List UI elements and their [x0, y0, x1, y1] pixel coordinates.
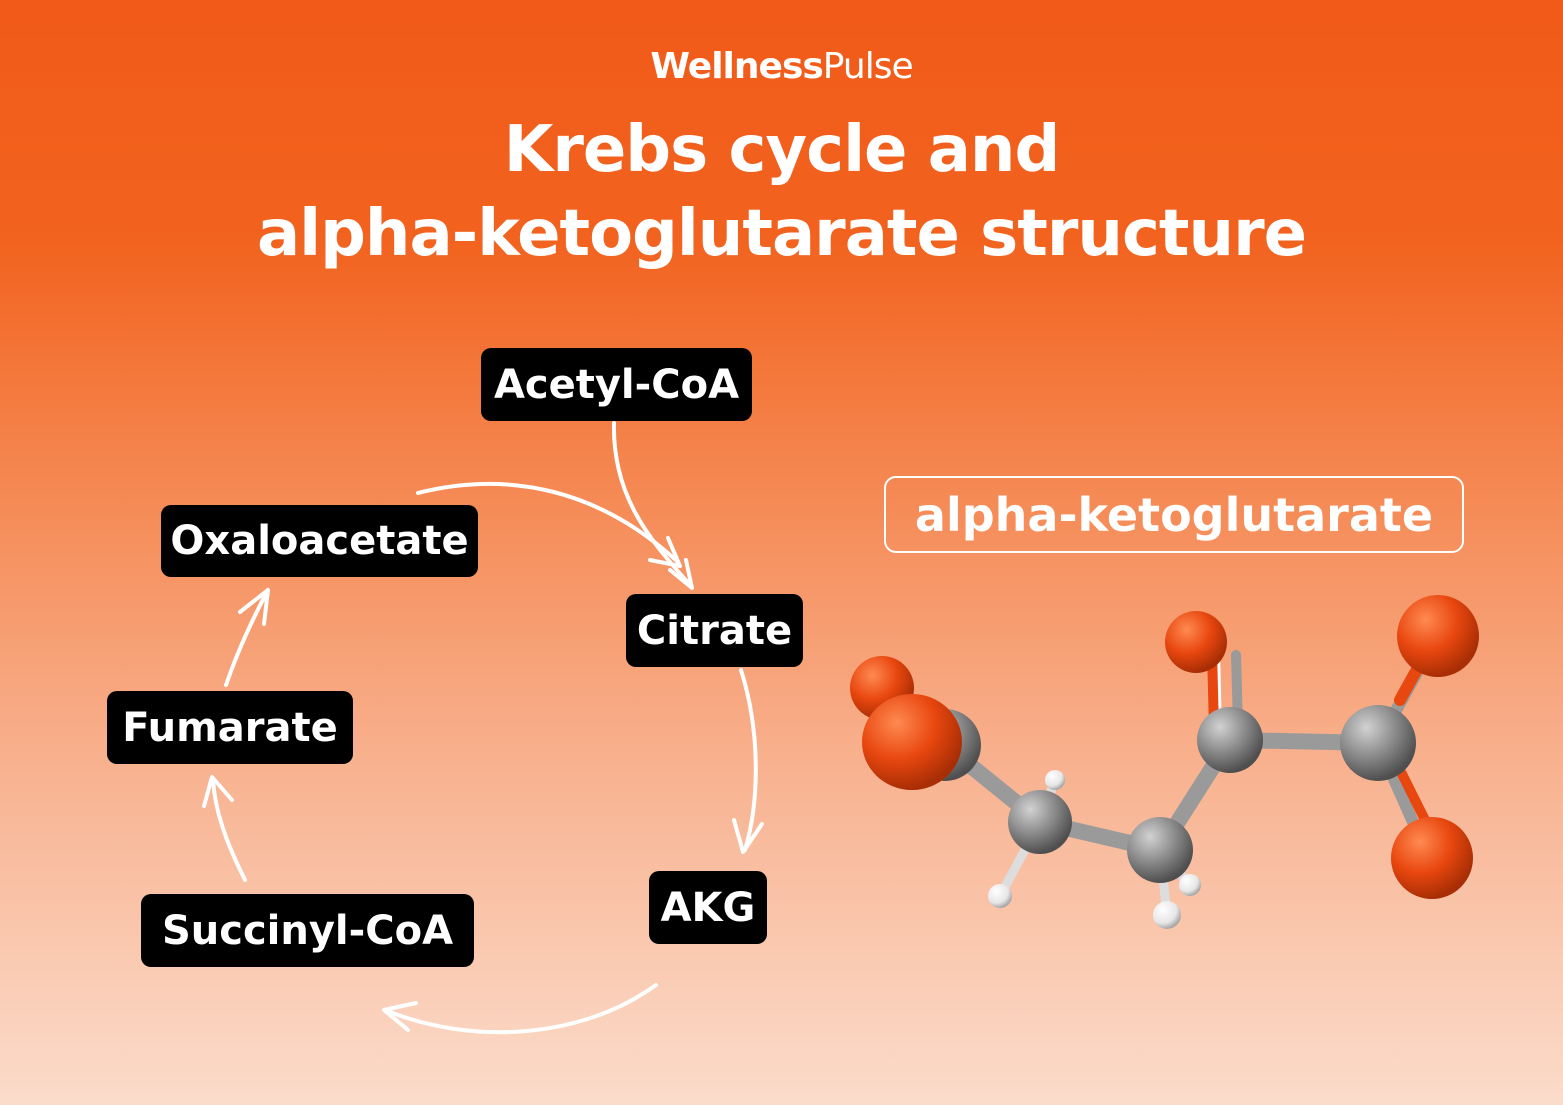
arrow-acetylcoa-to-citrate — [611, 421, 694, 590]
carbon-atoms — [909, 705, 1416, 883]
brand-part2: Pulse — [822, 46, 914, 87]
cycle-arrows — [202, 421, 764, 1035]
hydrogen-atoms — [988, 770, 1201, 929]
node-fumarate: Fumarate — [107, 691, 353, 764]
brand-logo: WellnessPulse — [0, 46, 1563, 87]
page-title: Krebs cycle and alpha-ketoglutarate stru… — [0, 108, 1563, 276]
title-line-1: Krebs cycle and — [503, 113, 1061, 187]
arrow-citrate-to-akg — [732, 668, 764, 854]
arrow-succinylcoa-to-fumarate — [202, 775, 247, 882]
node-acetyl-coa: Acetyl-CoA — [481, 348, 752, 421]
node-akg: AKG — [649, 871, 767, 944]
arrow-akg-to-succinylcoa — [382, 983, 658, 1035]
arrow-fumarate-to-oxaloacetate — [224, 588, 270, 687]
molecule-model — [850, 595, 1479, 929]
node-oxaloacetate: Oxaloacetate — [161, 505, 478, 577]
title-line-2: alpha-ketoglutarate structure — [256, 197, 1307, 271]
node-succinyl-coa: Succinyl-CoA — [141, 894, 474, 967]
brand-part1: Wellness — [650, 46, 823, 87]
molecule-label: alpha-ketoglutarate — [884, 476, 1464, 553]
oxygen-atoms — [850, 595, 1479, 899]
arrow-oxaloacetate-to-citrate — [416, 481, 682, 568]
node-citrate: Citrate — [626, 594, 803, 667]
